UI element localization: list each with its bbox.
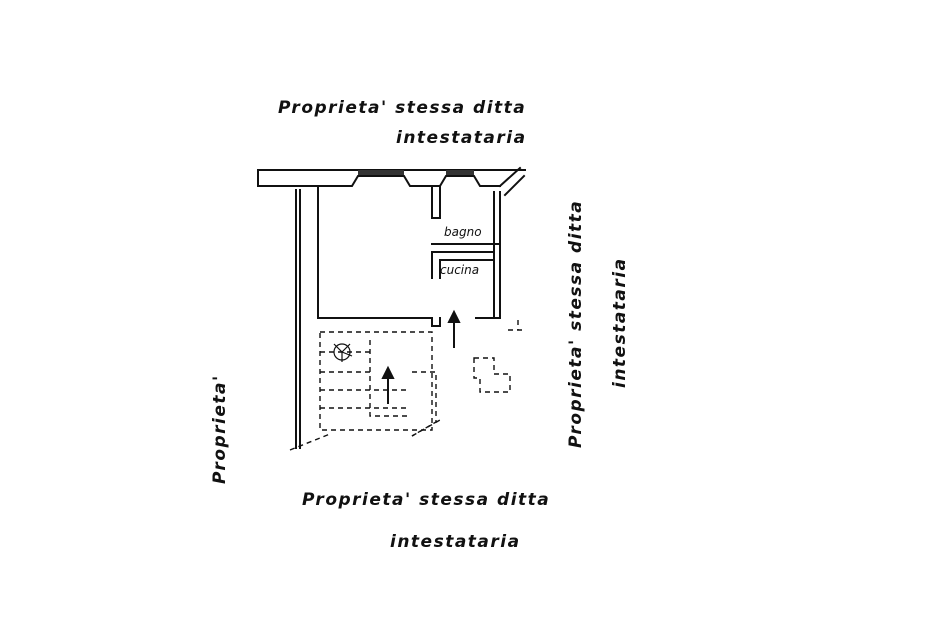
right-label-line1: Proprieta' stessa ditta — [566, 199, 586, 448]
left-outer-wall — [295, 189, 301, 449]
top-label-line1: Proprieta' stessa ditta — [278, 98, 527, 118]
right-dashed-wall — [508, 320, 522, 331]
top-wall-window-right — [438, 175, 501, 188]
right-label-line2: intestataria — [610, 257, 630, 388]
bathroom-partition — [431, 185, 441, 219]
top-label-line2: intestataria — [396, 128, 527, 148]
spiral-stair-treads — [333, 343, 353, 362]
stair-outline — [319, 331, 433, 431]
window-sill-left — [358, 170, 404, 175]
kitchen-block — [431, 251, 495, 279]
left-label: Proprieta' — [210, 374, 230, 484]
room-label-kitchen: cucina — [440, 263, 480, 277]
top-wall-window-left — [317, 175, 441, 187]
bottom-label-line1: Proprieta' stessa ditta — [302, 490, 551, 510]
stair-lower-right — [411, 371, 437, 437]
entrance-arrow-head — [447, 309, 461, 323]
room-label-bathroom: bagno — [444, 225, 482, 239]
main-room-bottom-wall — [317, 317, 441, 327]
right-interior-wall — [493, 191, 501, 319]
small-niche — [473, 357, 511, 393]
window-sill-right — [446, 170, 474, 175]
stair-arrow-head — [381, 365, 395, 379]
bottom-label-line2: intestataria — [390, 532, 521, 552]
corner-diagonal — [498, 166, 526, 197]
stair-landing — [369, 340, 410, 417]
left-bottom-diagonal — [289, 433, 331, 451]
